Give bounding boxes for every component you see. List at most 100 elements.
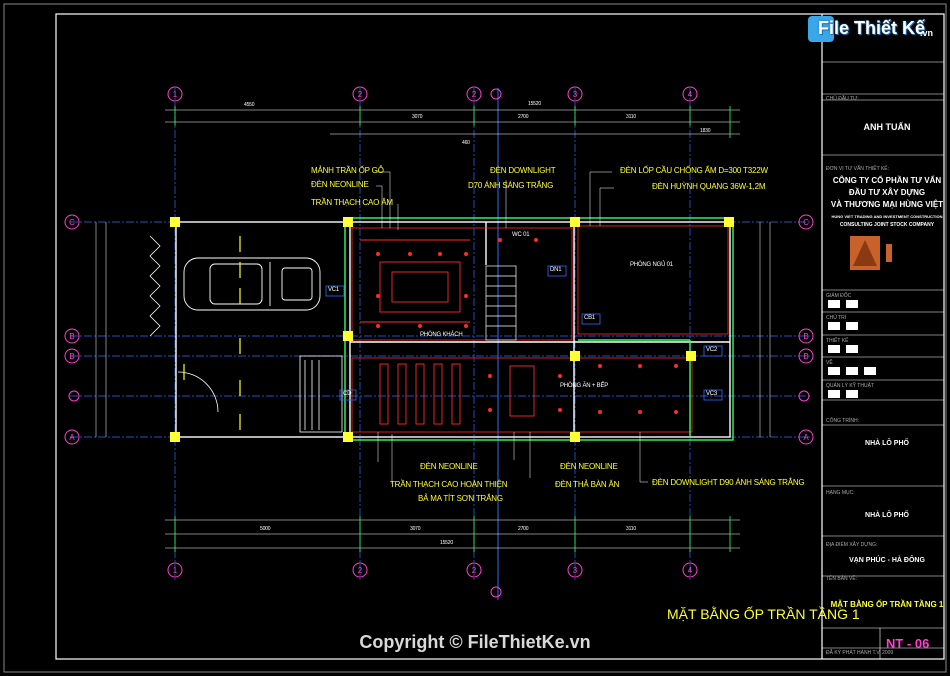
sheet-border-outer: [3, 3, 947, 673]
tb-location-caption: ĐỊA ĐIỂM XÂY DỰNG:: [826, 542, 878, 548]
tb-date-line: ĐÃ KÝ PHÁT HÀNH T.V. 2009: [826, 650, 894, 656]
annotation-top-3: TRẦN THẠCH CAO ÂM: [311, 198, 393, 207]
dim-bottom-2: 3070: [410, 526, 421, 532]
dim-bottom-3: 2700: [518, 526, 529, 532]
tb-owner: ANH TUẤN: [863, 122, 911, 132]
walls: [175, 221, 731, 438]
dim-top-2: 3070: [412, 114, 423, 120]
filethietke-logo: File Thiết Kế .vn: [808, 12, 944, 46]
room-label-living: PHÒNG KHÁCH: [420, 332, 463, 338]
sheet-number: NT - 06: [886, 636, 930, 651]
svg-text:2: 2: [472, 566, 477, 575]
annotation-top-2: ĐÈN NEONLINE: [311, 180, 369, 189]
room-label-bedroom: PHÒNG NGỦ 01: [630, 262, 673, 268]
dim-top-1: 4550: [244, 102, 255, 108]
svg-text:1: 1: [173, 90, 178, 99]
tb-director: GIÁM ĐỐC: [826, 293, 852, 299]
svg-text:B: B: [69, 352, 74, 361]
dim-top-3: 2700: [518, 114, 529, 120]
tag-cb1: CB1: [584, 315, 596, 321]
tag-boxes: [325, 265, 723, 401]
dim-top-6: 460: [462, 140, 470, 146]
annotation-top-1: MẢNH TRẦN ỐP GỖ: [311, 166, 384, 175]
tb-firm-caption: ĐƠN VỊ TƯ VẤN THIẾT KẾ:: [826, 166, 890, 172]
columns: [170, 217, 734, 442]
svg-text:2: 2: [358, 90, 363, 99]
staircase: [485, 265, 517, 341]
svg-text:3: 3: [573, 90, 578, 99]
tb-firm-en-l2: CONSULTING JOINT STOCK COMPANY: [839, 222, 935, 228]
annotation-bottom-4: ĐÈN NEONLINE: [560, 462, 618, 471]
svg-text:2: 2: [358, 566, 363, 575]
annotation-top-4: ĐÈN DOWNLIGHT: [490, 166, 556, 175]
dim-bottom-1: 5000: [260, 526, 271, 532]
dim-bottom-4: 3110: [626, 526, 636, 532]
annotation-top-7: ĐÈN HUỲNH QUANG 36W-1,2M: [652, 182, 766, 191]
kitchen-fixtures: [379, 363, 535, 425]
titleblock-rows: [822, 61, 944, 659]
light-symbols: [376, 238, 678, 414]
tb-owner-caption: CHỦ ĐẦU TƯ:: [826, 96, 859, 102]
tag-cd: CD: [343, 391, 352, 397]
annotation-bottom-2: TRẦN THẠCH CAO HOÀN THIỆN: [390, 480, 508, 489]
svg-text:4: 4: [688, 566, 693, 575]
hatched-walls: [351, 225, 729, 433]
sheet-border-inner: [55, 13, 945, 660]
annotation-bottom-6: ĐÈN DOWNLIGHT D90 ÁNH SÁNG TRẮNG: [652, 478, 805, 487]
tb-draw: VẼ: [826, 360, 833, 366]
svg-text:C: C: [69, 218, 75, 227]
tag-vc3: VC3: [706, 391, 718, 397]
annotation-bottom-5: ĐÈN THẢ BÀN ĂN: [555, 480, 620, 489]
annotation-top-5: D70 ÁNH SÁNG TRẮNG: [468, 181, 554, 190]
dim-top-5: 1830: [700, 128, 711, 134]
dimension-lines: [95, 109, 771, 549]
tb-firm-l2: ĐẦU TƯ XÂY DỰNG: [848, 188, 926, 197]
svg-text:A: A: [69, 433, 75, 442]
dim-top-4: 3110: [626, 114, 636, 120]
annotation-bottom-1: ĐÈN NEONLINE: [420, 462, 478, 471]
tb-item: NHÀ LÔ PHỐ: [865, 512, 909, 519]
tb-item-caption: HẠNG MỤC:: [826, 490, 855, 496]
svg-text:2: 2: [472, 90, 477, 99]
tag-dn1: DN1: [550, 267, 562, 273]
leader-lines: [376, 171, 648, 484]
annotation-bottom-3: BẢ MA TÍT SƠN TRẮNG: [418, 494, 503, 503]
tb-location: VẠN PHÚC - HÀ ĐÔNG: [849, 557, 925, 564]
green-walls: [344, 217, 734, 441]
signature-blocks: [828, 300, 876, 398]
room-label-wc: WC 01: [512, 232, 530, 238]
tag-vc1: VC1: [328, 287, 340, 293]
svg-text:A: A: [803, 433, 809, 442]
svg-text:3: 3: [573, 566, 578, 575]
logo-text: File Thiết Kế: [818, 18, 926, 38]
gate-doors: [149, 235, 343, 433]
tb-sheet-title: MẶT BẰNG ỐP TRẦN TẦNG 1: [830, 600, 944, 609]
svg-text:B: B: [803, 352, 808, 361]
file-icon: [808, 16, 834, 42]
car-icon: [183, 257, 321, 311]
axis-bubbles: [64, 86, 814, 598]
svg-text:4: 4: [688, 90, 693, 99]
tb-firm-l1: CÔNG TY CỔ PHẦN TƯ VẤN: [832, 176, 942, 185]
svg-text:B: B: [69, 332, 74, 341]
drawing-title: MẶT BẰNG ỐP TRẦN TẦNG 1: [667, 606, 860, 622]
living-ceiling: [360, 239, 470, 323]
dimension-ticks: [174, 106, 731, 552]
copyright-watermark: Copyright © FileThietKe.vn: [359, 632, 591, 652]
annotation-top-6: ĐÈN LỐP CẦU CHỐNG ẨM D=300 T322W: [620, 166, 768, 175]
tb-sheet-caption: TÊN BẢN VẼ:: [826, 576, 858, 582]
company-logo-icon: [850, 236, 892, 270]
svg-text:C: C: [803, 218, 809, 227]
dim-bottom-overall: 15520: [440, 540, 453, 546]
tb-qc: QUẢN LÝ KỸ THUẬT: [826, 383, 874, 389]
svg-text:1: 1: [173, 566, 178, 575]
svg-text:B: B: [803, 332, 808, 341]
fluorescent-light-symbols: [183, 236, 241, 430]
tag-vc2: VC2: [706, 347, 718, 353]
axis-labels: 1 2 2 3 4 1 2 2 3 4 C B B A C B B A: [69, 90, 809, 575]
tb-chief: CHỦ TRÌ: [826, 315, 847, 321]
tb-project: NHÀ LÔ PHỐ: [865, 440, 909, 447]
tb-project-caption: CÔNG TRÌNH:: [826, 418, 859, 424]
tb-firm-en-l1: HUNG VIET TRADING AND INVESTMENT CONSTRU…: [831, 214, 943, 219]
